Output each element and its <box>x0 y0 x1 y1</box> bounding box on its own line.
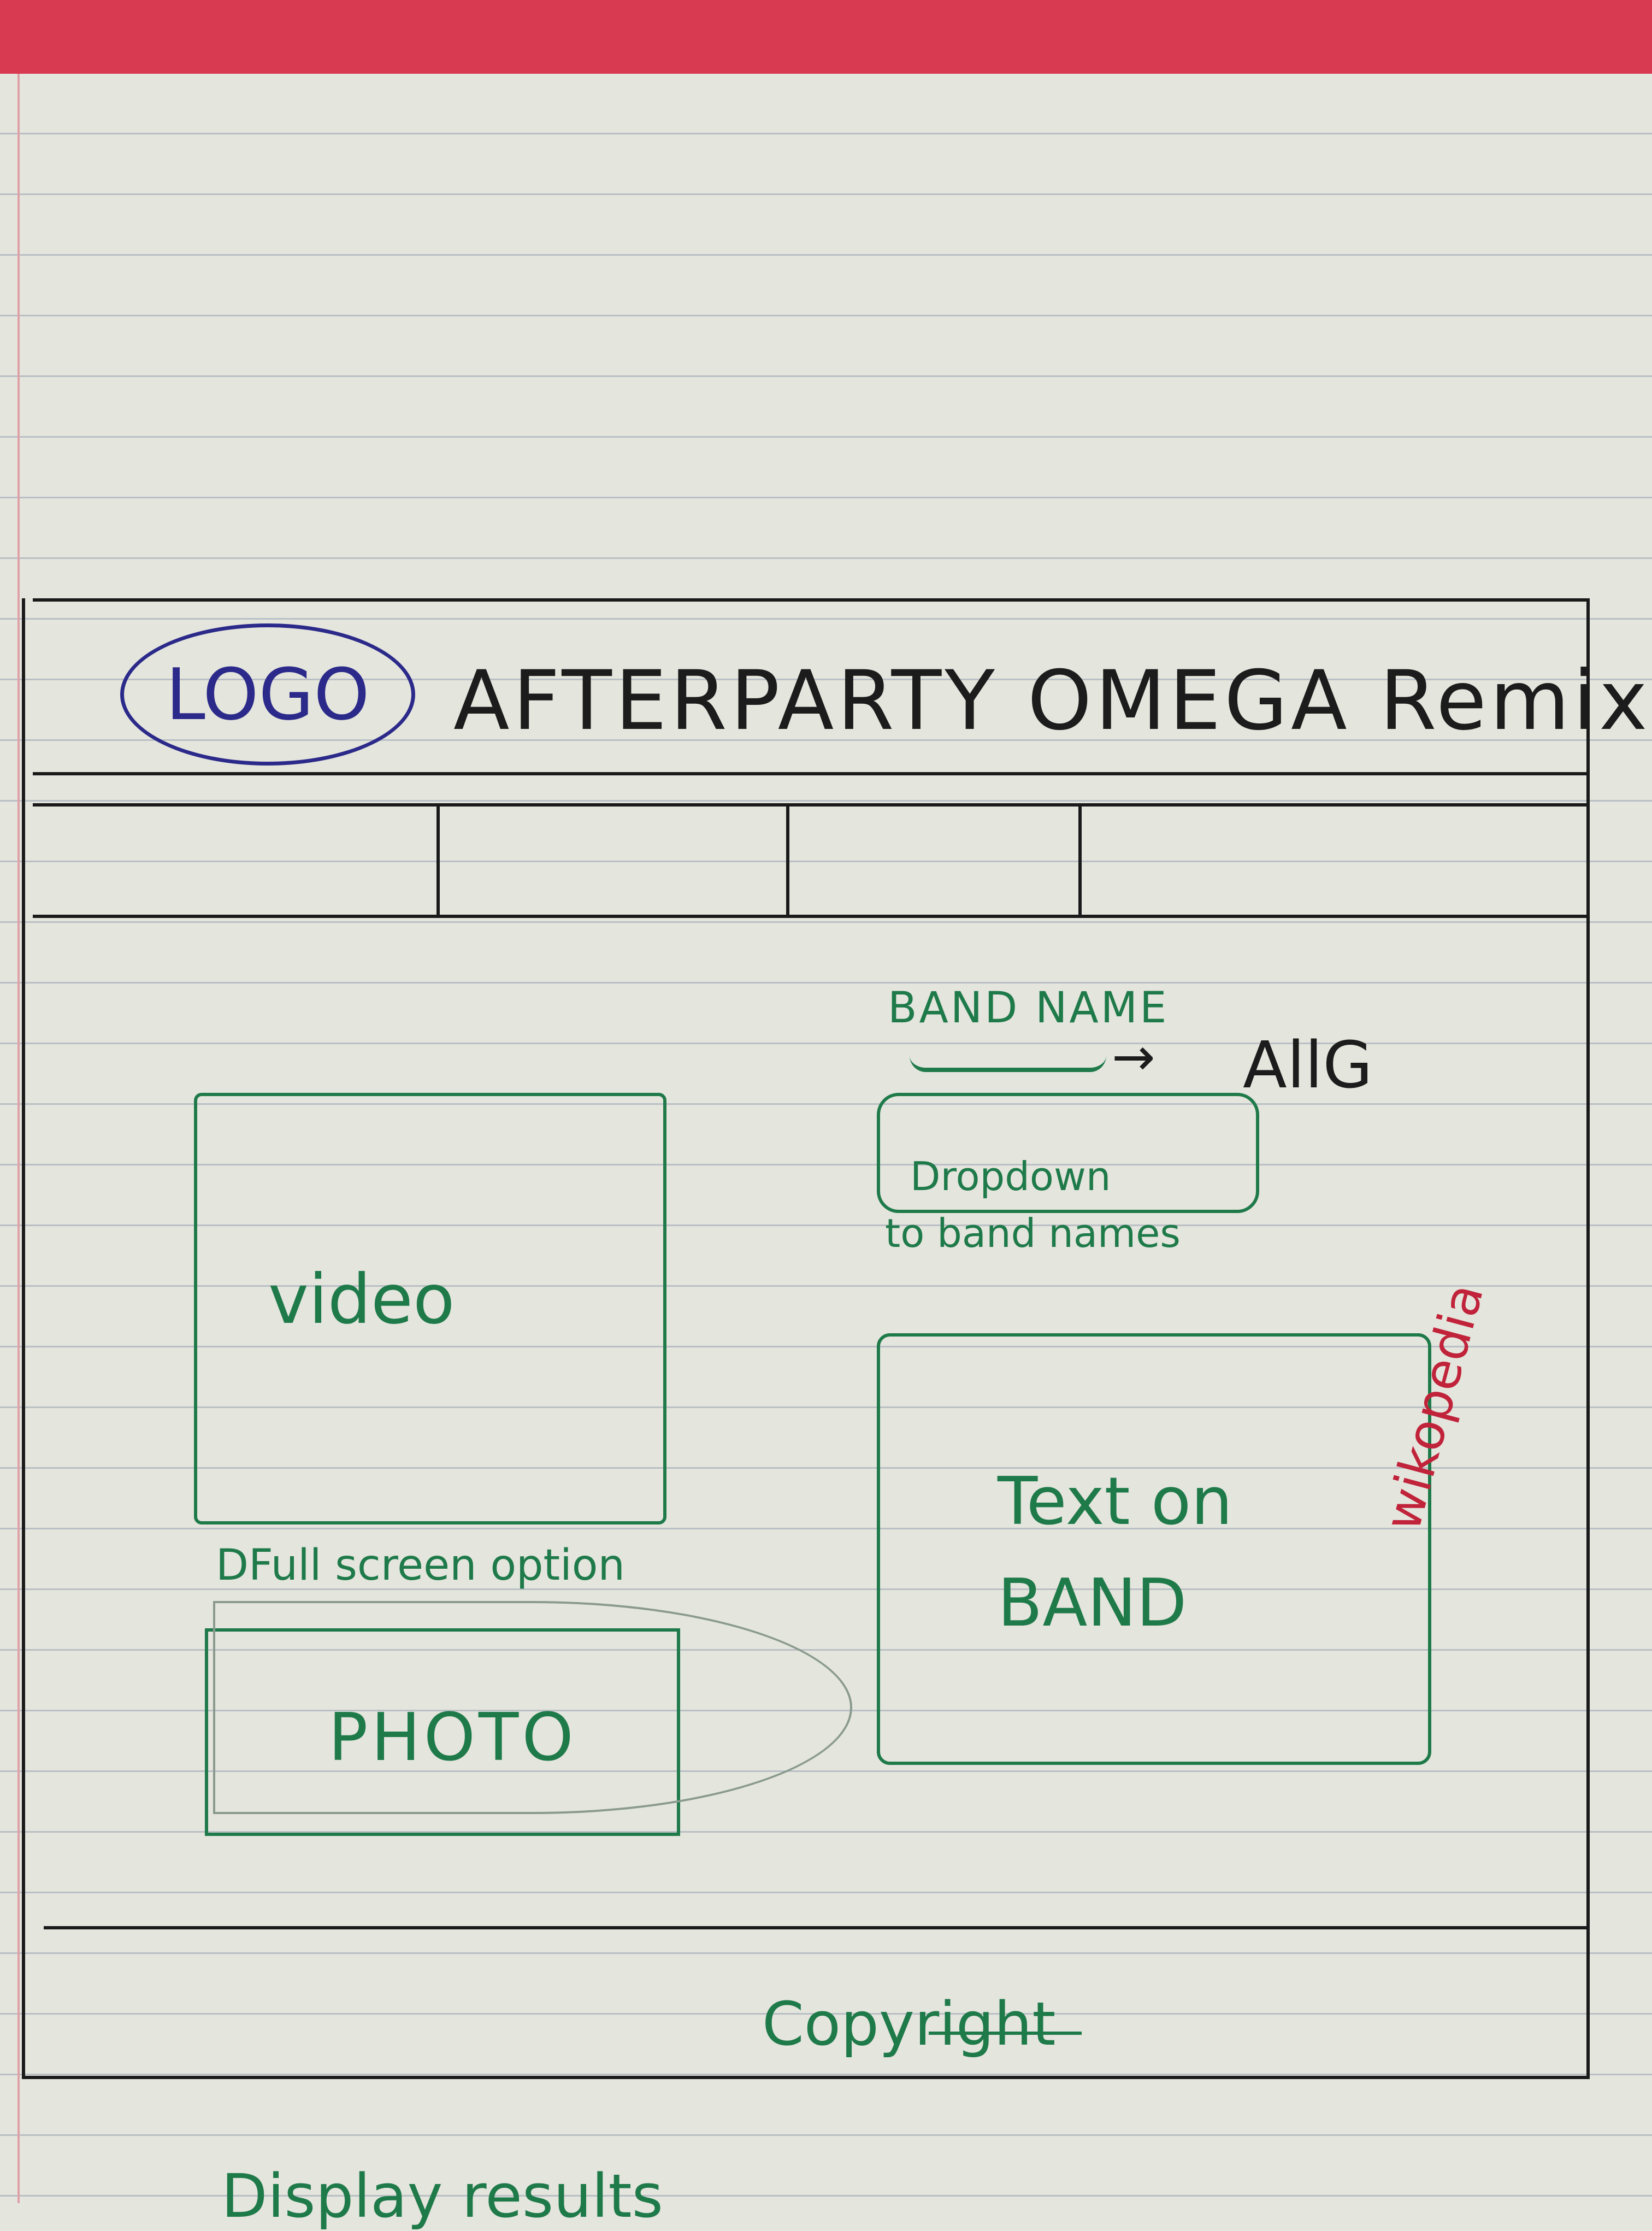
logo[interactable]: LOGO <box>120 623 415 766</box>
copyright: Copyright <box>762 1989 1056 2059</box>
nav-tab-1[interactable] <box>33 807 440 915</box>
header: LOGO AFTERPARTY OMEGA Remix <box>33 602 1648 772</box>
header-top-line <box>33 598 1590 602</box>
band-text-panel: Text on BAND <box>877 1333 1431 1765</box>
band-name-scribble <box>910 1056 1106 1072</box>
photo-outline <box>213 1601 852 1814</box>
arrow-icon: → <box>1112 1027 1155 1087</box>
header-bottom-line <box>33 772 1590 775</box>
video-label: video <box>268 1260 455 1339</box>
notebook-top-edge <box>0 0 1652 74</box>
site-title: AFTERPARTY OMEGA Remix <box>453 654 1651 749</box>
copyright-underline <box>929 2032 1082 2035</box>
fullscreen-note: DFull screen option <box>216 1541 625 1590</box>
footer-top-line <box>44 1926 1590 1929</box>
band-dropdown-text: Dropdown <box>910 1153 1111 1199</box>
video-player[interactable]: video <box>194 1093 666 1524</box>
bottom-note: Display results <box>221 2161 663 2231</box>
page-frame <box>22 598 1590 2079</box>
nav-tab-2[interactable] <box>440 807 789 915</box>
nav-tab-4[interactable] <box>1082 807 1590 915</box>
nav-bar <box>33 803 1590 918</box>
band-name-label: BAND NAME <box>888 984 1169 1033</box>
dropdown-note: to band names <box>885 1210 1181 1256</box>
ruled-lines <box>0 74 1652 2203</box>
band-text-label: Text on BAND <box>998 1464 1233 1641</box>
arrow-target-text: AllG <box>1243 1027 1373 1103</box>
margin-line <box>17 74 20 2203</box>
nav-tab-3[interactable] <box>789 807 1082 915</box>
logo-text: LOGO <box>166 653 370 736</box>
band-dropdown[interactable]: Dropdown <box>877 1093 1259 1213</box>
